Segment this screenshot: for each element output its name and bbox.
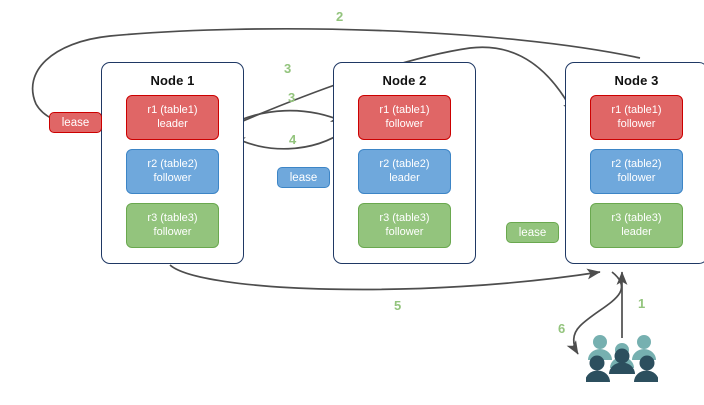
step-label-3b: 3 (288, 90, 296, 105)
replica-name: r3 (table3) (147, 212, 198, 224)
replica-r3[interactable]: r3 (table3) follower (358, 203, 451, 248)
edge-step-2 (31, 27, 641, 129)
replica-r2[interactable]: r2 (table2) follower (126, 149, 219, 194)
replica-role: leader (389, 171, 420, 184)
replica-role: follower (617, 117, 656, 130)
replica-role: follower (153, 171, 192, 184)
replica-role: follower (617, 171, 656, 184)
replica-name: r2 (table2) (147, 158, 198, 170)
replica-name: r1 (table1) (147, 104, 198, 116)
replica-r1[interactable]: r1 (table1) follower (358, 95, 451, 140)
replica-list: r1 (table1) follower r2 (table2) leader … (334, 95, 475, 248)
replica-r3[interactable]: r3 (table3) leader (590, 203, 683, 248)
replica-role: leader (621, 225, 652, 238)
lease-badge-r2[interactable]: lease (277, 167, 330, 188)
replica-list: r1 (table1) follower r2 (table2) followe… (566, 95, 704, 248)
edge-step-6 (566, 271, 623, 355)
replica-name: r2 (table2) (379, 158, 430, 170)
replica-role: follower (385, 225, 424, 238)
step-label-4: 4 (289, 132, 297, 147)
replica-role: follower (385, 117, 424, 130)
replica-name: r3 (table3) (611, 212, 662, 224)
node-card-node1[interactable]: Node 1 r1 (table1) leader r2 (table2) fo… (101, 62, 244, 264)
replica-role: leader (157, 117, 188, 130)
step-label-5: 5 (394, 298, 402, 313)
step-label-3a: 3 (284, 61, 292, 76)
node-card-node3[interactable]: Node 3 r1 (table1) follower r2 (table2) … (565, 62, 704, 264)
lease-badge-r3[interactable]: lease (506, 222, 559, 243)
node-title: Node 2 (382, 73, 427, 88)
step-label-6: 6 (558, 321, 566, 336)
replica-r2[interactable]: r2 (table2) follower (590, 149, 683, 194)
replica-name: r1 (table1) (611, 104, 662, 116)
node-card-node2[interactable]: Node 2 r1 (table1) follower r2 (table2) … (333, 62, 476, 264)
node-title: Node 1 (150, 73, 195, 88)
replica-list: r1 (table1) leader r2 (table2) follower … (102, 95, 243, 248)
step-label-2: 2 (336, 9, 344, 24)
replica-name: r1 (table1) (379, 104, 430, 116)
replica-r3[interactable]: r3 (table3) follower (126, 203, 219, 248)
replica-name: r3 (table3) (379, 212, 430, 224)
replica-r1[interactable]: r1 (table1) leader (126, 95, 219, 140)
edge-step-5 (169, 264, 601, 291)
replica-r2[interactable]: r2 (table2) leader (358, 149, 451, 194)
edge-step-3-to-node3 (221, 46, 575, 131)
node-title: Node 3 (614, 73, 659, 88)
lease-badge-r1[interactable]: lease (49, 112, 102, 133)
step-label-1: 1 (638, 296, 646, 311)
replica-role: follower (153, 225, 192, 238)
people-icon (586, 335, 658, 382)
replica-r1[interactable]: r1 (table1) follower (590, 95, 683, 140)
replica-name: r2 (table2) (611, 158, 662, 170)
